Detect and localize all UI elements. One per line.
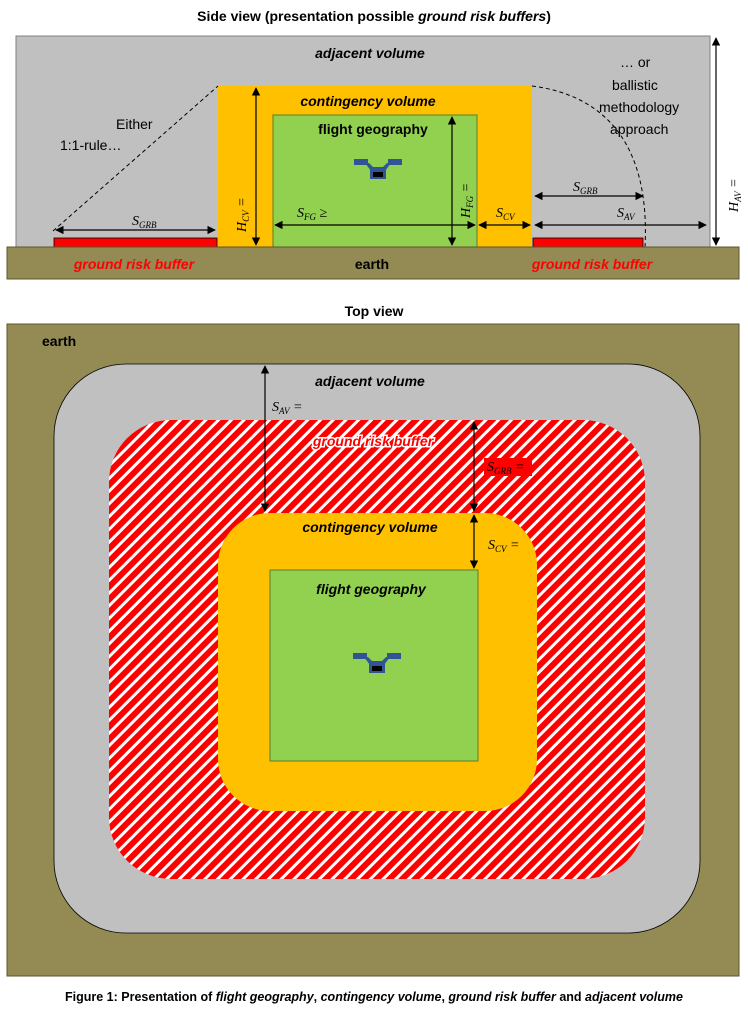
ballistic-label-1: … or (620, 54, 651, 70)
side-earth-label: earth (355, 256, 389, 272)
s-fg-label: SFG ≥ (297, 206, 328, 222)
side-contingency-volume-label: contingency volume (300, 93, 436, 109)
side-grb-left-label: ground risk buffer (73, 256, 196, 272)
top-view-title: Top view (345, 303, 404, 319)
top-s-av-label: SAV = (272, 400, 303, 416)
figure-caption: Figure 1: Presentation of flight geograp… (65, 990, 683, 1004)
top-ground-risk-buffer-label: ground risk buffer (312, 433, 435, 449)
side-adjacent-volume-label: adjacent volume (315, 45, 425, 61)
side-grb-right-label: ground risk buffer (531, 256, 654, 272)
h-cv-label: HCV = (235, 197, 251, 233)
ballistic-curve (531, 85, 646, 248)
ballistic-label-2: ballistic (612, 77, 658, 93)
drone-top-icon (353, 653, 401, 673)
either-label: Either (116, 116, 153, 132)
top-contingency-volume-label: contingency volume (302, 519, 438, 535)
s-grb-right-label: SGRB (573, 180, 598, 196)
side-view-title: Side view (presentation possible ground … (197, 8, 551, 24)
one-to-one-rule-label: 1:1-rule… (60, 137, 121, 153)
top-earth-label: earth (42, 333, 76, 349)
top-adjacent-volume-label: adjacent volume (315, 373, 425, 389)
top-s-grb-label-bg (484, 458, 532, 476)
side-grb-left-bar (53, 237, 218, 248)
s-grb-left-label: SGRB (132, 214, 157, 230)
s-cv-label: SCV (496, 206, 516, 222)
drone-icon (354, 159, 402, 179)
top-flight-geography-label: flight geography (316, 581, 427, 597)
side-grb-right-bar (532, 237, 644, 248)
h-av-label: HAV = (727, 178, 743, 213)
one-to-one-rule-line (52, 85, 219, 232)
top-s-grb-label: SGRB = (487, 460, 524, 476)
s-av-label: SAV (617, 206, 636, 222)
top-s-cv-label: SCV = (488, 538, 519, 554)
ballistic-label-3: methodology (599, 99, 679, 115)
side-flight-geography-label: flight geography (318, 121, 428, 137)
side-earth (6, 246, 740, 280)
ballistic-label-4: approach (610, 121, 668, 137)
h-fg-label: HFG = (459, 183, 475, 219)
